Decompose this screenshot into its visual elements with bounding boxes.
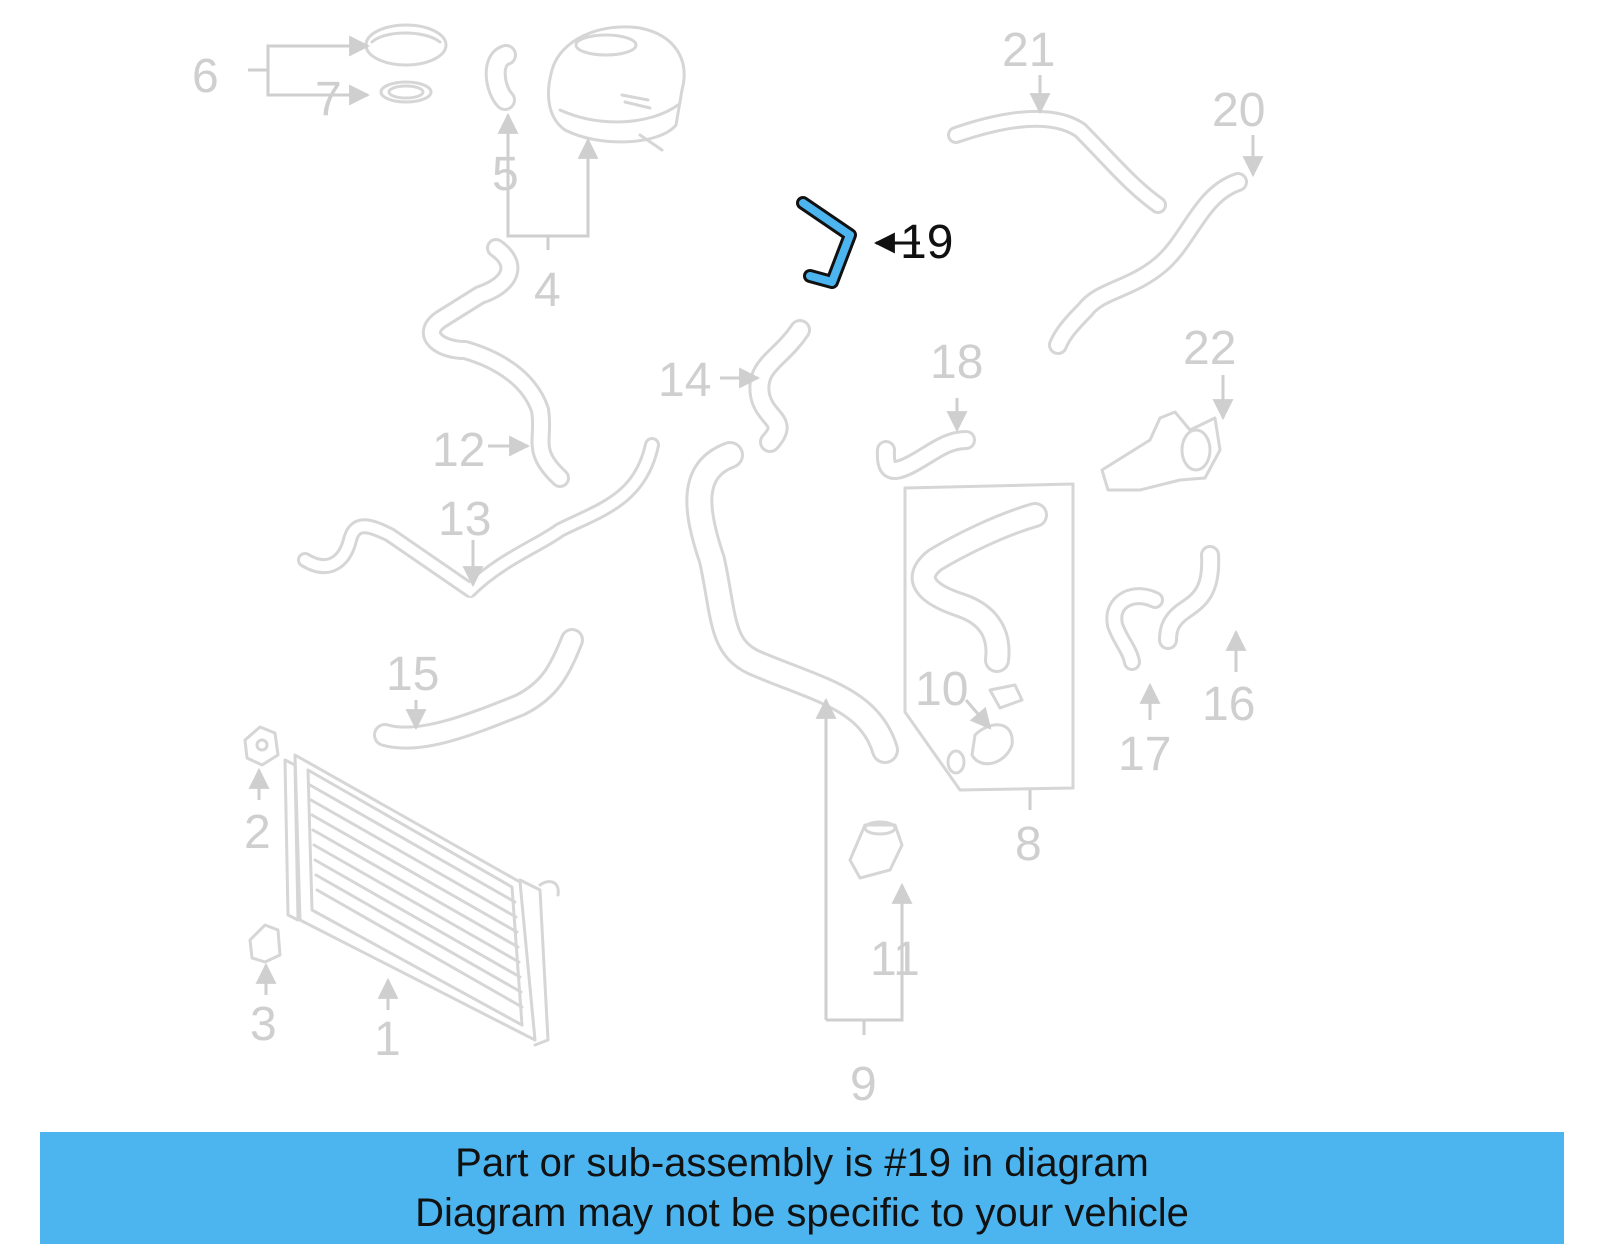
callout-14: 14 <box>658 354 711 407</box>
callout-10: 10 <box>915 663 968 716</box>
hose-part-12 <box>422 238 570 488</box>
leader-lines <box>248 35 1264 1035</box>
callout-16: 16 <box>1202 678 1255 731</box>
callout-12: 12 <box>432 424 485 477</box>
banner-line-2: Diagram may not be specific to your vehi… <box>415 1191 1189 1235</box>
callout-7: 7 <box>315 73 342 126</box>
pipe-part-15 <box>373 628 584 750</box>
hose-part-5 <box>484 44 517 111</box>
callout-11: 11 <box>870 933 920 986</box>
callout-22: 22 <box>1183 322 1236 375</box>
callout-9: 9 <box>850 1058 877 1111</box>
callout-13: 13 <box>438 493 491 546</box>
hose-part-14 <box>748 319 811 453</box>
callout-4: 4 <box>534 264 561 317</box>
callout-3: 3 <box>250 998 277 1051</box>
callout-19: 19 <box>900 216 953 269</box>
hose-part-19-highlighted <box>796 196 857 289</box>
bracket-part-3 <box>248 923 282 964</box>
callout-21: 21 <box>1002 24 1055 77</box>
coolant-reservoir-part-4 <box>546 25 686 152</box>
housing-part-22 <box>1100 410 1222 492</box>
callout-6: 6 <box>192 50 219 103</box>
hose-part-18 <box>875 430 976 480</box>
callout-18: 18 <box>930 336 983 389</box>
callout-17: 17 <box>1118 728 1171 781</box>
callout-15: 15 <box>386 648 439 701</box>
hose-part-20 <box>1048 172 1248 355</box>
hose-kit-part-8 <box>903 482 1075 792</box>
callout-5: 5 <box>492 148 519 201</box>
radiator-part-1 <box>283 753 560 1047</box>
info-banner: Part or sub-assembly is #19 in diagram D… <box>40 1132 1564 1244</box>
hose-part-9 <box>685 441 899 764</box>
fitting-part-11 <box>848 820 904 880</box>
callout-20: 20 <box>1212 84 1265 137</box>
banner-line-1: Part or sub-assembly is #19 in diagram <box>455 1141 1149 1185</box>
cap-part-6 <box>364 23 448 67</box>
hose-part-16 <box>1158 545 1221 650</box>
seal-part-7 <box>379 80 433 104</box>
callout-2: 2 <box>244 806 271 859</box>
hose-part-17 <box>1105 587 1164 671</box>
callout-8: 8 <box>1015 818 1042 871</box>
bracket-part-2 <box>243 725 280 767</box>
callout-1: 1 <box>374 1013 401 1066</box>
hose-part-21 <box>947 109 1167 214</box>
